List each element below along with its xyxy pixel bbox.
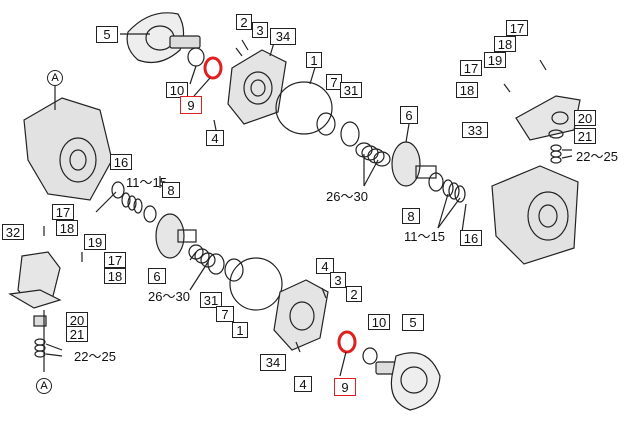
range-label-11-15-left: 11～15 [126,175,167,190]
part-label-8-right: 8 [402,208,420,224]
part-label-19-left: 19 [84,234,106,250]
part-label-5: 5 [96,26,118,43]
part-label-21-right: 21 [574,128,596,144]
part-label-34-bottom: 34 [260,354,286,371]
right-gearbox-housing [491,165,579,265]
part-label-16: 16 [110,154,132,170]
part-label-8: 8 [162,182,180,198]
part-label-1: 1 [306,52,322,68]
bevel-gear-left [155,213,197,259]
part-label-17-left: 17 [52,204,74,220]
part-label-6-right: 6 [400,106,418,124]
range-label-22-25-left: 22～25 [74,349,116,364]
part-label-6-left: 6 [148,268,166,284]
range-label-22-25-right: 22～25 [576,149,618,164]
left-knuckle-arm [8,251,62,309]
part-label-4-bottom: 4 [316,258,334,274]
part-label-2: 2 [236,14,252,30]
part-label-19-right: 19 [484,52,506,68]
part-label-3: 3 [252,22,268,38]
bottom-flange-part [375,352,441,411]
shim-stack-left [121,192,143,214]
part-label-18-left: 18 [56,220,78,236]
part-label-17-left-2: 17 [104,252,126,268]
bearing-part [187,47,205,67]
part-label-17-right-2: 17 [460,60,482,76]
part-label-7-bottom: 7 [216,306,234,322]
part-label-32: 32 [2,224,24,240]
part-label-33: 33 [462,122,488,138]
reference-mark-a-bottom: A [36,378,52,394]
part-label-18-right-2: 18 [456,82,478,98]
cover-housing-bottom [273,279,329,351]
shim-stack-top [355,142,391,167]
oil-seal-highlight-bottom [337,330,357,354]
range-label-26-30-bottom: 26～30 [148,289,190,304]
part-label-1-bottom: 1 [232,322,248,338]
part-label-3-bottom: 3 [330,272,346,288]
part-label-4: 4 [206,130,224,146]
bearing-7 [316,112,336,136]
part-label-16-right: 16 [460,230,482,246]
cover-housing-part [227,49,287,125]
part-label-20-right: 20 [574,110,596,126]
part-label-31: 31 [340,82,362,98]
range-label-11-15-right: 11～15 [404,229,445,244]
part-label-4-bottom-2: 4 [294,376,312,392]
range-label-26-30-top: 26～30 [326,189,368,204]
part-label-10-bottom: 10 [368,314,390,330]
part-label-21-left: 21 [66,326,88,342]
bushing-right [548,129,564,139]
part-label-18-left-2: 18 [104,268,126,284]
left-gearbox-housing [23,97,113,201]
part-label-31-bottom: 31 [200,292,222,308]
part-label-9-highlight: 9 [180,96,202,114]
gasket-ring [275,81,333,135]
part-label-17-right: 17 [506,20,528,36]
part-label-18-right: 18 [494,36,516,52]
reference-mark-a-top: A [47,70,63,86]
oil-seal-highlight-top [203,56,223,80]
right-knuckle-arm [515,95,581,141]
part-label-5-bottom: 5 [402,314,424,331]
part-label-34: 34 [270,28,296,45]
top-flange-part [126,12,201,63]
part-label-9-bottom-highlight: 9 [334,378,356,396]
part-label-10: 10 [166,82,188,98]
ring-31 [340,121,360,147]
gasket-ring-bottom [229,257,283,311]
part-label-2-bottom: 2 [346,286,362,302]
